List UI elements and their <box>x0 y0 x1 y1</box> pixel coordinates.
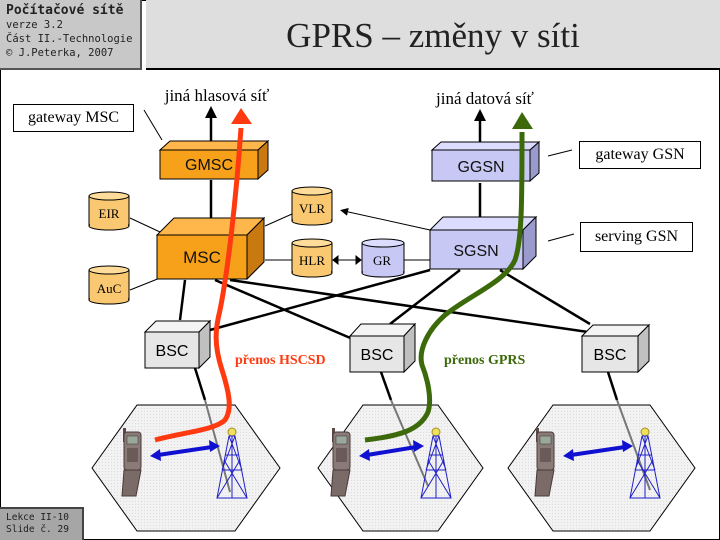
hlr-database[interactable]: HLR <box>291 238 333 278</box>
lecture-label: Lekce II-10 <box>6 512 69 523</box>
hlr-label: HLR <box>299 253 325 268</box>
slide-number: Slide č. 29 <box>6 524 69 535</box>
callout-line-gmsc <box>143 109 163 141</box>
gprs-path <box>364 112 533 443</box>
bsc-node-2[interactable]: BSC <box>348 322 417 374</box>
link-bsc2-bts <box>379 371 393 401</box>
link-bsc3-bts <box>606 371 619 401</box>
sgsn-label: SGSN <box>453 243 498 260</box>
slide-footer: Lekce II-10 Slide č. 29 <box>0 507 84 540</box>
bsc-label-1: BSC <box>156 343 189 360</box>
db-links <box>129 109 575 291</box>
callout-gateway-msc-text: gateway MSC <box>27 109 120 126</box>
hscsd-path <box>154 108 252 443</box>
callout-gateway-msc: gateway MSC <box>13 104 134 132</box>
bsc-label-3: BSC <box>594 347 627 364</box>
callout-gateway-gsn: gateway GSN <box>579 141 701 169</box>
bts-tower-icon <box>629 427 661 499</box>
up-arrow-voice <box>205 106 217 118</box>
gmsc-label: GMSC <box>185 157 233 174</box>
bsc-node-1[interactable]: BSC <box>143 319 212 370</box>
sgsn-node[interactable]: SGSN <box>428 215 538 271</box>
callout-serving-gsn-text: serving GSN <box>594 228 679 245</box>
callout-serving-gsn: serving GSN <box>580 222 693 252</box>
course-info-box: Počítačové sítě verze 3.2 Část II.-Techn… <box>0 0 142 70</box>
callout-line-sgsn <box>547 233 575 242</box>
link-sgsn-bsc1 <box>209 268 431 332</box>
cell-3 <box>507 404 696 532</box>
auc-label: AuC <box>97 281 122 296</box>
link-sgsn-bsc3 <box>499 268 591 326</box>
part-label: Část II.-Technologie <box>6 33 133 45</box>
mobile-phone-icon <box>330 428 351 497</box>
callout-gateway-gsn-text: gateway GSN <box>595 146 685 163</box>
mobile-phone-icon <box>121 428 142 497</box>
radio-link-arrow <box>563 440 633 461</box>
link-eir-msc <box>129 217 161 233</box>
auc-database[interactable]: AuC <box>88 265 130 305</box>
radio-links <box>150 440 633 461</box>
voice-network-label: jiná hlasová síť <box>164 86 270 105</box>
cell-1 <box>91 404 281 532</box>
bsc-node-3[interactable]: BSC <box>580 323 651 374</box>
bts-tower-icon <box>216 427 248 499</box>
eir-database[interactable]: EIR <box>88 191 130 231</box>
data-network-label: jiná datová síť <box>435 89 534 108</box>
msc-label: MSC <box>183 248 221 267</box>
version-label: verze 3.2 <box>6 19 63 31</box>
course-title: Počítačové sítě <box>6 3 124 18</box>
gprs-label: přenos GPRS <box>444 353 526 368</box>
radio-link-arrow <box>150 440 220 461</box>
mobile-phones <box>121 428 555 497</box>
link-msc-vlr <box>264 213 293 227</box>
gr-database[interactable]: GR <box>361 238 405 278</box>
ggsn-node[interactable]: GGSN <box>430 140 541 183</box>
up-arrow-data <box>474 109 486 121</box>
link-auc-msc <box>129 277 161 291</box>
title-bar: GPRS – změny v síti <box>146 0 720 70</box>
cell-2 <box>317 404 484 532</box>
hscsd-label: přenos HSCSD <box>235 353 326 368</box>
link-bsc1-bts <box>193 367 207 401</box>
link-msc-bsc1 <box>178 279 187 321</box>
gr-label: GR <box>373 253 391 268</box>
mobile-phone-icon <box>534 428 555 497</box>
ggsn-label: GGSN <box>457 159 504 176</box>
link-sgsn-vlr <box>340 207 431 231</box>
eir-label: EIR <box>99 206 120 221</box>
callout-line-ggsn <box>547 149 573 157</box>
slide-title: GPRS – změny v síti <box>286 16 580 55</box>
link-sgsn-bsc2 <box>389 269 461 325</box>
gmsc-node[interactable]: GMSC <box>158 139 270 181</box>
vlr-label: VLR <box>299 201 325 216</box>
bsc-label-2: BSC <box>361 347 394 364</box>
vlr-database[interactable]: VLR <box>291 186 333 226</box>
copyright-label: © J.Peterka, 2007 <box>6 47 114 59</box>
bts-towers <box>216 427 661 499</box>
radio-link-arrow <box>359 440 424 461</box>
msc-node[interactable]: MSC <box>155 216 266 281</box>
bts-tower-icon <box>420 427 452 499</box>
